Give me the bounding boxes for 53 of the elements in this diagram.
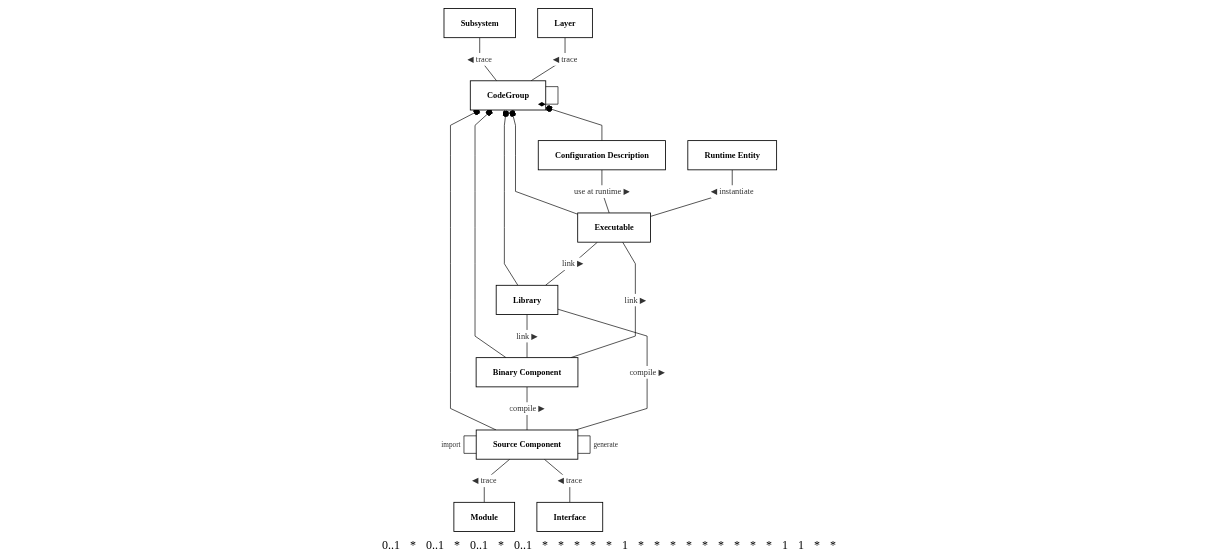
node-box: Subsystem xyxy=(443,8,516,39)
multiplicity-label: * xyxy=(590,538,596,553)
edge-label: use at runtime ▶ xyxy=(574,186,630,196)
edge-label: ◀ trace xyxy=(467,54,493,64)
multiplicity-label: * xyxy=(814,538,820,553)
multiplicity-label: * xyxy=(498,538,504,553)
multiplicity-label: 0..1 xyxy=(382,538,400,553)
edge-label: ◀ trace xyxy=(552,54,578,64)
multiplicity-label: * xyxy=(454,538,460,553)
node-box: Module xyxy=(453,501,516,532)
multiplicity-label: * xyxy=(654,538,660,553)
node-box: Executable xyxy=(577,212,651,243)
multiplicity-label: 1 xyxy=(622,538,628,553)
self-association-line xyxy=(463,435,477,454)
multiplicity-label: * xyxy=(766,538,772,553)
multiplicity-label: * xyxy=(574,538,580,553)
edge-label: link ▶ xyxy=(624,295,647,305)
multiplicity-label: * xyxy=(686,538,692,553)
multiplicity-label: * xyxy=(670,538,676,553)
multiplicity-label: * xyxy=(410,538,416,553)
connector xyxy=(545,241,598,286)
multiplicity-label: * xyxy=(638,538,644,553)
node-box: Binary Component xyxy=(475,357,579,388)
multiplicity-label: * xyxy=(750,538,756,553)
multiplicity-label: * xyxy=(830,538,836,553)
multiplicity-label: 0..1 xyxy=(470,538,488,553)
multiplicity-label: 0..1 xyxy=(426,538,444,553)
multiplicity-label: * xyxy=(542,538,548,553)
node-box: Configuration Description xyxy=(537,140,666,171)
edge-label: compile ▶ xyxy=(509,403,545,413)
multiplicity-label: 1 xyxy=(798,538,804,553)
node-box: CodeGroup xyxy=(469,80,547,111)
multiplicity-label: 0..1 xyxy=(514,538,532,553)
edge-label: link ▶ xyxy=(562,259,584,269)
multiplicity-label: * xyxy=(606,538,612,553)
node-box: Library xyxy=(495,284,559,315)
multiplicity-label: * xyxy=(718,538,724,553)
multiplicity-label: 1 xyxy=(782,538,788,553)
edge-label: link ▶ xyxy=(516,331,538,341)
multiplicity-label: * xyxy=(734,538,740,553)
node-box: Runtime Entity xyxy=(687,140,778,171)
edge-label: compile ▶ xyxy=(629,367,665,377)
node-box: Layer xyxy=(537,8,593,39)
multiplicity-label: * xyxy=(558,538,564,553)
edge-label: ◀ instantiate xyxy=(710,186,754,196)
connector xyxy=(526,314,528,358)
connector xyxy=(557,308,648,431)
multiplicity-label: * xyxy=(702,538,708,553)
self-association-line xyxy=(577,435,591,454)
node-box: Source Component xyxy=(475,429,579,460)
edge-label: ◀ trace xyxy=(557,476,583,486)
edge-label: ◀ trace xyxy=(471,476,497,486)
node-box: Interface xyxy=(536,501,604,532)
